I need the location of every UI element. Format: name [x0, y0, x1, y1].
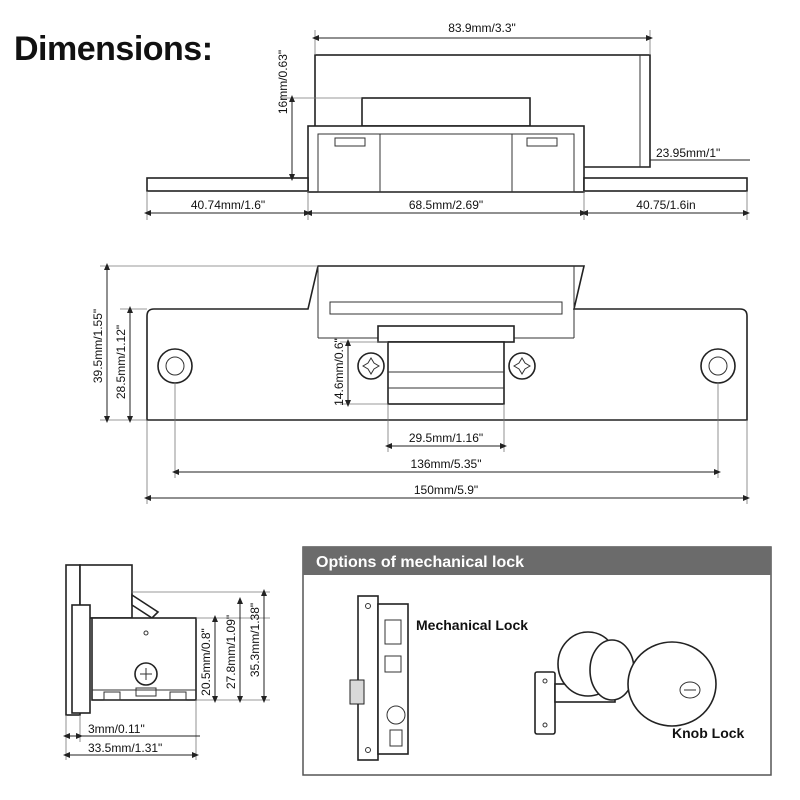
latch-block-top: [361, 97, 531, 127]
latch-top: [377, 325, 515, 343]
dim-mid-height: 27.8mm/1.09": [224, 615, 238, 689]
flange-left: [146, 177, 309, 192]
page-title: Dimensions:: [14, 30, 213, 68]
dim-center: 68.5mm/2.69": [409, 198, 483, 212]
dim-overall-height: 39.5mm/1.55": [91, 309, 105, 383]
dim-latch-width: 29.5mm/1.16": [409, 431, 483, 445]
dim-plate-height: 28.5mm/1.12": [114, 325, 128, 399]
latch-body: [387, 341, 505, 405]
strike-body-front: [307, 125, 585, 193]
dim-outer-height: 35.3mm/1.38": [248, 603, 262, 677]
top-view: 83.9mm/3.3" 16mm/0.63" 23.95mm/1" 40.74m…: [144, 21, 750, 220]
dim-inner-height: 20.5mm/0.8": [199, 628, 213, 696]
dim-body-height: 16mm/0.63": [276, 50, 290, 114]
flange-right: [583, 177, 748, 192]
side-view: 20.5mm/0.8" 27.8mm/1.09" 35.3mm/1.38" 3m…: [63, 564, 270, 760]
dim-lip-depth: 3mm/0.11": [88, 722, 145, 736]
mechanical-lock-label: Mechanical Lock: [416, 617, 528, 633]
options-header-bar: [303, 547, 771, 575]
dim-left-flange: 40.74mm/1.6": [191, 198, 265, 212]
dim-latch-height: 14.6mm/0.6": [332, 338, 346, 406]
dim-top-width: 83.9mm/3.3": [448, 21, 516, 35]
dim-right-flange: 40.75/1.6in: [636, 198, 695, 212]
knob-lock-icon: [534, 631, 717, 735]
mount-hole-right: [700, 348, 736, 384]
mount-hole-left: [157, 348, 193, 384]
torx-screw-left: [357, 352, 385, 380]
dim-total-depth: 33.5mm/1.31": [88, 741, 162, 755]
knob-lock-label: Knob Lock: [672, 725, 745, 741]
options-header: Options of mechanical lock: [316, 554, 524, 571]
torx-screw-right: [508, 352, 536, 380]
dim-hole-spacing: 136mm/5.35": [411, 457, 482, 471]
dim-flange-height: 23.95mm/1": [656, 146, 720, 160]
front-view: 39.5mm/1.55" 28.5mm/1.12" 14.6mm/0.6" 29…: [91, 263, 750, 504]
options-panel: Options of mechanical lock Mechanical Lo…: [302, 546, 772, 776]
dim-overall-length: 150mm/5.9": [414, 483, 478, 497]
mortise-lock-icon: [349, 595, 409, 761]
